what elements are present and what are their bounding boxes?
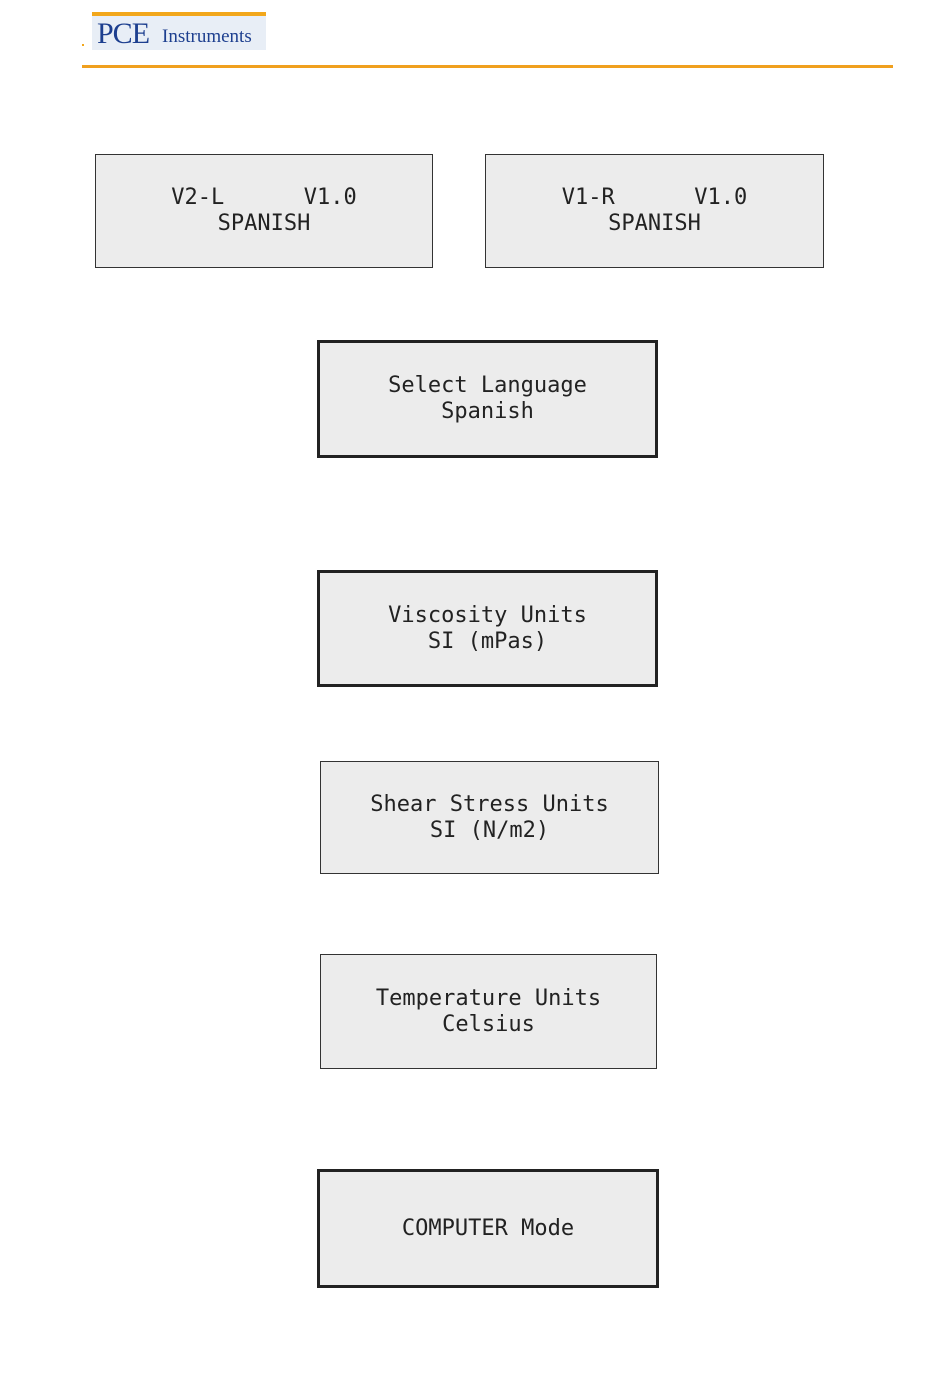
lcd-screen-select-language: Select Language Spanish [317,340,658,458]
lcd-line-1: Temperature Units [376,986,601,1012]
lcd-line-2: SPANISH [608,211,701,237]
lcd-line-1: Shear Stress Units [370,792,608,818]
lcd-line-2: Celsius [442,1012,535,1038]
lcd-screen-computer-mode: COMPUTER Mode [317,1169,659,1288]
lcd-line-1: Select Language [388,373,587,399]
lcd-line-2: SI (mPas) [428,629,547,655]
logo-dot [82,44,84,46]
lcd-line-1: Viscosity Units [388,603,587,629]
logo-main-text: PCE [97,18,149,50]
pce-instruments-logo: PCE Instruments [92,12,266,50]
lcd-screen-version-left: V2-L V1.0 SPANISH [95,154,433,268]
header-rule [82,65,893,68]
lcd-screen-version-right: V1-R V1.0 SPANISH [485,154,824,268]
lcd-screen-viscosity-units: Viscosity Units SI (mPas) [317,570,658,687]
lcd-line-2: SPANISH [218,211,311,237]
lcd-line-2: SI (N/m2) [430,818,549,844]
lcd-line-1: V2-L V1.0 [171,185,356,211]
lcd-line-2: Spanish [441,399,534,425]
lcd-screen-temperature-units: Temperature Units Celsius [320,954,657,1069]
lcd-line-1: V1-R V1.0 [562,185,747,211]
lcd-screen-shear-stress-units: Shear Stress Units SI (N/m2) [320,761,659,874]
lcd-line-1: COMPUTER Mode [402,1216,574,1242]
logo-sub-text: Instruments [162,27,252,47]
